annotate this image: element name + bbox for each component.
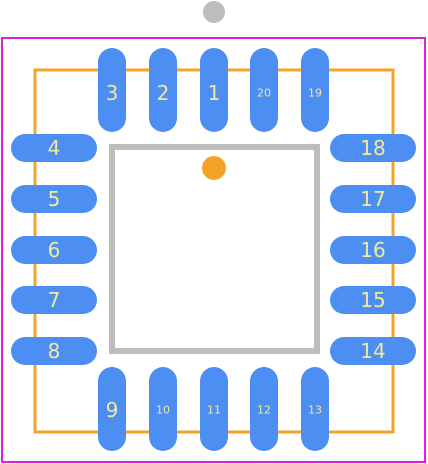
pad-20: 20 [250,48,278,132]
pad-2: 2 [149,48,177,132]
pad-label-13: 13 [308,404,322,417]
pad-13: 13 [301,367,329,451]
pad-shape-1 [200,48,228,132]
pad-9: 9 [98,367,126,451]
pad-label-6: 6 [48,238,61,262]
board-outline [1,37,426,463]
pad-14: 14 [330,337,416,365]
pad-8: 8 [11,337,97,365]
pad-label-4: 4 [48,136,61,160]
pad-shape-18 [330,134,416,162]
pad-shape-19 [301,48,329,132]
pad-shape-4 [11,134,97,162]
pad-label-3: 3 [106,81,119,105]
pad-7: 7 [11,286,97,314]
pad-label-12: 12 [257,404,271,417]
pad-label-15: 15 [360,288,385,312]
pad-6: 6 [11,236,97,264]
pad-shape-6 [11,236,97,264]
pin1-marker [202,156,226,180]
pad-18: 18 [330,134,416,162]
pad-shape-20 [250,48,278,132]
pad-shape-8 [11,337,97,365]
pad-shape-2 [149,48,177,132]
component-body [109,144,320,354]
pad-3: 3 [98,48,126,132]
pad-11: 11 [200,367,228,451]
pad-label-17: 17 [360,187,385,211]
pad-17: 17 [330,185,416,213]
pad-shape-14 [330,337,416,365]
pad-label-10: 10 [156,404,170,417]
pad-shape-17 [330,185,416,213]
pad-label-18: 18 [360,136,385,160]
pad-shape-16 [330,236,416,264]
pad-label-1: 1 [208,81,221,105]
pad-label-5: 5 [48,187,61,211]
pad-shape-7 [11,286,97,314]
pad-shape-12 [250,367,278,451]
pad-label-19: 19 [308,87,322,100]
pad-4: 4 [11,134,97,162]
pad-label-14: 14 [360,339,385,363]
pad-label-20: 20 [257,87,271,100]
pad-shape-15 [330,286,416,314]
pad-shape-5 [11,185,97,213]
pad-1: 1 [200,48,228,132]
pad-label-8: 8 [48,339,61,363]
pad-shape-9 [98,367,126,451]
pad-label-2: 2 [157,81,170,105]
pad-label-7: 7 [48,288,61,312]
pad-10: 10 [149,367,177,451]
pad-shape-11 [200,367,228,451]
pad-label-9: 9 [106,398,119,422]
pad-19: 19 [301,48,329,132]
pad-5: 5 [11,185,97,213]
pad-label-16: 16 [360,238,385,262]
pad-16: 16 [330,236,416,264]
pad-15: 15 [330,286,416,314]
pad-shape-10 [149,367,177,451]
pad-label-11: 11 [207,404,221,417]
pad-shape-13 [301,367,329,451]
origin-marker [203,1,225,23]
pad-12: 12 [250,367,278,451]
pad-shape-3 [98,48,126,132]
